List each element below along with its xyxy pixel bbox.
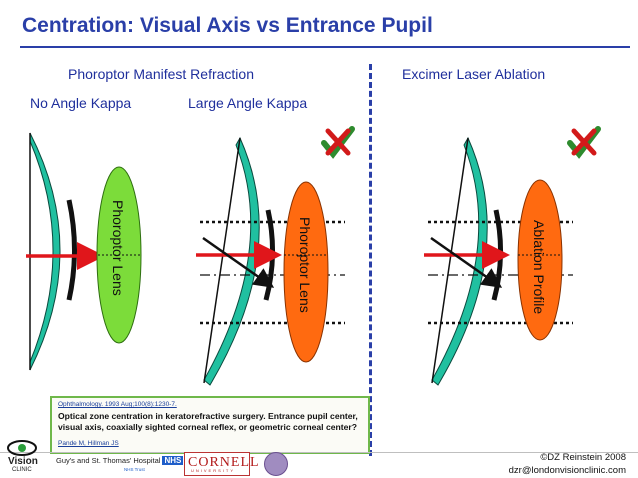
phoroptor-lens-2 [283,181,329,363]
ablation-profile-label: Ablation Profile [531,220,547,314]
ablation-profile-lens [517,179,563,341]
vision-sub-text: CLINIC [12,467,32,473]
page-title: Centration: Visual Axis vs Entrance Pupi… [22,14,433,37]
university-seal-icon [264,452,288,476]
check-cross-icon [566,126,601,159]
credit-email[interactable]: dzr@londonvisionclinic.com [508,465,626,476]
guys-hospital-text: Guy's and St. Thomas' Hospital [56,456,161,465]
footer-divider [0,452,638,453]
guys-sub-text: NHS Trust [124,467,145,472]
reference-authors[interactable]: Pande M, Hillman JS [58,440,119,447]
cornell-text: CORNELL [188,455,260,470]
pupil-axis-arrow-3 [430,236,503,288]
eye-logo-icon [7,440,37,456]
cornea-no-kappa [29,132,77,371]
label-no-kappa: No Angle Kappa [30,95,132,111]
check-cross-icon [320,126,355,159]
vision-clinic-logo: Vision CLINIC [2,436,44,476]
label-large-kappa: Large Angle Kappa [188,95,308,111]
vision-brand-text: Vision [8,456,38,467]
reference-text: Optical zone centration in keratorefract… [58,411,358,432]
section-phoroptor: Phoroptor Manifest Refraction [68,66,254,82]
pupil-axis-arrow-2 [202,236,275,288]
reference-box: Ophthalmology. 1993 Aug;100(8):1230-7. O… [50,396,370,454]
credit-copyright: ©DZ Reinstein 2008 [540,452,626,463]
title-rule [20,46,630,48]
section-divider [369,64,372,456]
phoroptor-lens-1-label: Phoroptor Lens [110,200,126,296]
cornell-logo: CORNELL UNIVERSITY [184,452,259,476]
nhs-badge: NHS [162,456,184,465]
phoroptor-lens-2-label: Phoroptor Lens [297,217,313,313]
cornell-sub-text: UNIVERSITY [191,468,236,473]
reference-journal[interactable]: Ophthalmology. 1993 Aug;100(8):1230-7. [58,401,177,408]
section-excimer: Excimer Laser Ablation [402,66,546,82]
cornea-excimer [431,136,503,386]
